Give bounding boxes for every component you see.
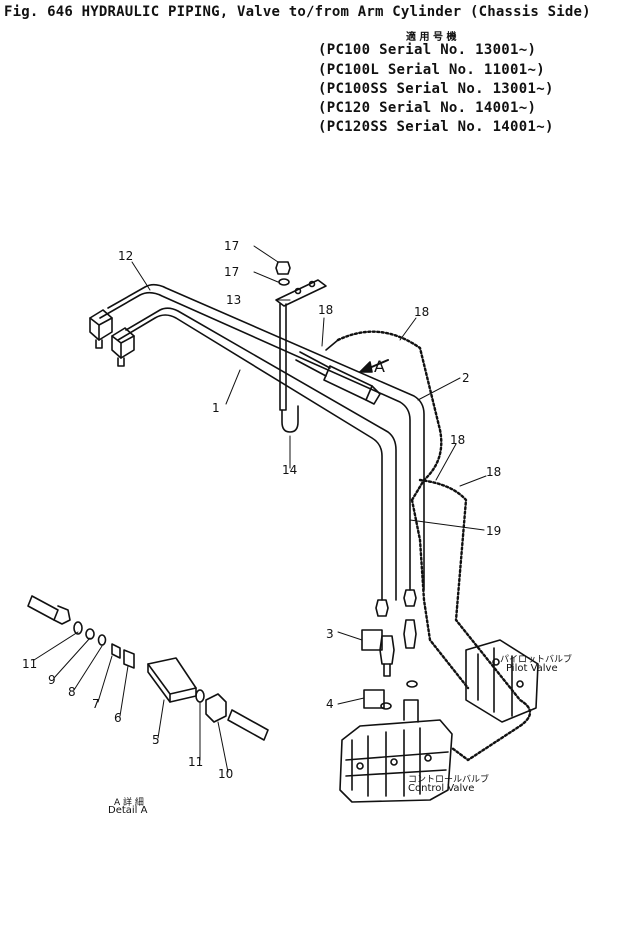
pipe-2 — [99, 283, 425, 591]
callout-2: 2 — [462, 371, 470, 385]
control-valve-label-en: Control Valve — [408, 783, 475, 794]
detail-nut-10 — [205, 693, 227, 723]
callout-12: 12 — [118, 249, 133, 263]
elbow-fitting-left — [89, 309, 113, 349]
hose-assembly — [295, 351, 381, 405]
callout-13: 13 — [226, 293, 241, 307]
callout-11a: 11 — [22, 657, 37, 671]
arrow-letter-a: A — [374, 357, 385, 376]
callout-9: 9 — [48, 673, 56, 687]
elbow-fitting-right — [111, 327, 135, 367]
detail-washer-9 — [85, 628, 95, 640]
detail-fitting-7 — [111, 643, 121, 659]
callout-18a: 18 — [414, 305, 429, 319]
callout-14: 14 — [282, 463, 297, 477]
callout-17b: 18 — [450, 433, 465, 447]
callout-5: 5 — [152, 733, 160, 747]
o-ring-4 — [380, 680, 418, 710]
callout-4: 4 — [326, 697, 334, 711]
clamp-bracket — [275, 279, 327, 411]
pilot-valve-body — [465, 639, 539, 723]
tag-4 — [363, 689, 385, 709]
callout-8: 8 — [68, 685, 76, 699]
callout-10: 10 — [218, 767, 233, 781]
serial-line-3: (PC100SS Serial No. 13001~) — [318, 81, 554, 97]
pipe-end-nut-1 — [375, 599, 389, 617]
tag-3 — [361, 629, 383, 651]
pipe-1 — [117, 307, 397, 601]
callout-15: 17 — [224, 239, 239, 253]
figure-title: Fig. 646 HYDRAULIC PIPING, Valve to∕from… — [4, 4, 591, 20]
callout-1: 1 — [212, 401, 220, 415]
washer-16 — [278, 278, 290, 286]
detail-a-label-jp: A 詳 細 — [114, 798, 144, 808]
callout-7: 7 — [92, 697, 100, 711]
callout-11b: 11 — [188, 755, 203, 769]
callouts: 12 1 17 17 13 14 18 18 2 18 18 19 3 4 11… — [22, 239, 501, 781]
pipe-end-nut-2 — [403, 589, 417, 607]
callout-3: 3 — [326, 627, 334, 641]
control-valve-label-jp: コントロールバルブ — [408, 775, 490, 785]
detail-o-ring-11 — [73, 621, 83, 635]
adapter-fitting-3 — [379, 619, 417, 677]
pilot-valve-label-jp: パイロットバルブ — [500, 655, 573, 665]
u-bolt — [281, 405, 299, 433]
callout-16: 17 — [224, 265, 239, 279]
serial-line-2: (PC100L Serial No. 11001~) — [318, 62, 545, 78]
leader-lines — [33, 245, 487, 773]
callout-6: 6 — [114, 711, 122, 725]
serial-line-5: (PC120SS Serial No. 14001~) — [318, 119, 554, 135]
detail-ring-8 — [97, 634, 107, 646]
detail-fitting-6 — [123, 649, 135, 669]
detail-hose-end — [27, 595, 59, 621]
control-valve-body — [339, 699, 453, 803]
callout-17a: 18 — [318, 303, 333, 317]
applicability-header: 適 用 号 機 — [406, 32, 457, 43]
callout-19: 19 — [486, 524, 501, 538]
detail-a-label-en: Detail A — [108, 805, 148, 816]
pilot-valve-label-en: Pilot Valve — [506, 663, 558, 674]
hose-18-lower — [418, 478, 532, 762]
detail-o-ring-11b — [195, 689, 205, 703]
detail-sleeve-5 — [147, 657, 197, 703]
hose-18-upper — [336, 330, 443, 502]
nut-15 — [275, 261, 291, 275]
callout-18b: 18 — [486, 465, 501, 479]
detail-a-parts — [27, 595, 269, 741]
detail-hose-end-right — [227, 709, 269, 741]
serial-line-4: (PC120 Serial No. 14001~) — [318, 100, 537, 116]
serial-line-1: (PC100 Serial No. 13001~) — [318, 42, 537, 58]
